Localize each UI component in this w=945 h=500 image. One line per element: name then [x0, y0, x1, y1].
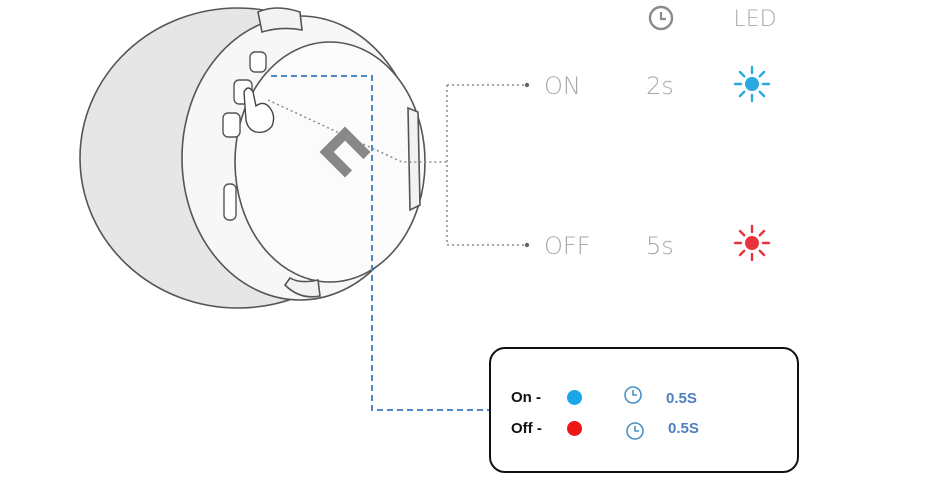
clock-icon	[648, 5, 674, 31]
legend-row-off: Off -	[511, 420, 582, 437]
legend-time-on: 0.5S	[666, 390, 697, 407]
legend-box: On - Off - 0.5S 0.5S	[489, 347, 799, 473]
headphone-illustration	[79, 7, 426, 309]
connector-dot-on	[524, 82, 530, 88]
connector-dot-off	[524, 242, 530, 248]
led-ray	[738, 249, 746, 257]
time-label-off: 5s	[646, 232, 674, 260]
legend-label-on: On -	[511, 389, 541, 406]
legend-dot-off	[567, 421, 582, 436]
led-icon-red	[733, 224, 771, 262]
led-core	[745, 236, 759, 250]
state-label-on: ON	[544, 72, 581, 100]
callout-line	[271, 75, 489, 411]
led-icon-blue	[733, 65, 771, 103]
legend-time-off: 0.5S	[668, 420, 699, 437]
state-label-off: OFF	[544, 232, 591, 260]
led-ray	[758, 90, 766, 98]
legend-row-on: On -	[511, 389, 582, 406]
connector-lines	[267, 84, 525, 246]
brand-logo	[319, 126, 371, 178]
led-ray	[738, 229, 746, 237]
led-ray	[738, 70, 746, 78]
time-label-on: 2s	[646, 72, 674, 100]
led-ray	[738, 90, 746, 98]
clock-icon-small	[624, 386, 642, 404]
legend-label-off: Off -	[511, 420, 542, 437]
led-ray	[758, 229, 766, 237]
hand-pointer-icon	[243, 87, 275, 134]
led-core	[745, 77, 759, 91]
led-header-label: LED	[733, 7, 776, 32]
legend-dot-on	[567, 390, 582, 405]
clock-icon-small	[626, 422, 644, 440]
led-ray	[758, 249, 766, 257]
led-ray	[758, 70, 766, 78]
